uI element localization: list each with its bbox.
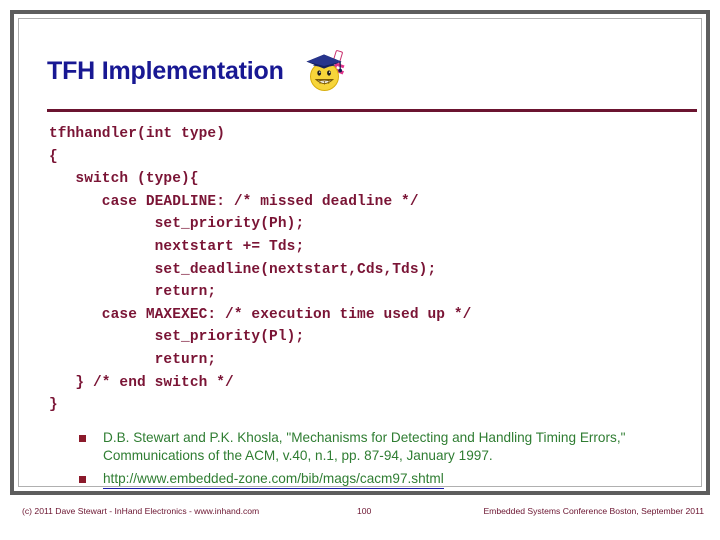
code-line: set_deadline(nextstart,Cds,Tds); (49, 261, 437, 278)
footer-copyright: (c) 2011 Dave Stewart - InHand Electroni… (22, 506, 260, 516)
code-line: { (49, 148, 58, 165)
code-line: return; (49, 284, 217, 301)
footer-page-number: 100 (357, 506, 372, 516)
slide-inner-border: TFH Implementation (18, 18, 702, 489)
bullet-square-icon (79, 476, 86, 483)
code-line: set_priority(Ph); (49, 216, 305, 233)
slide-footer: (c) 2011 Dave Stewart - InHand Electroni… (0, 503, 720, 523)
code-line: return; (49, 351, 217, 368)
code-line: set_priority(Pl); (49, 329, 305, 346)
title-row: TFH Implementation (47, 45, 681, 97)
reference-text: D.B. Stewart and P.K. Khosla, "Mechanism… (103, 430, 626, 463)
footer-conference: Embedded Systems Conference Boston, Sept… (483, 506, 704, 516)
code-line: switch (type){ (49, 171, 199, 188)
title-divider-rule (47, 109, 697, 112)
code-line: case DEADLINE: /* missed deadline */ (49, 193, 419, 210)
code-line: } (49, 397, 58, 414)
reference-link[interactable]: http://www.embedded-zone.com/bib/mags/ca… (103, 470, 444, 489)
code-block: tfhhandler(int type) { switch (type){ cas… (49, 123, 687, 417)
list-item: D.B. Stewart and P.K. Khosla, "Mechanism… (49, 429, 687, 464)
bullet-square-icon (79, 435, 86, 442)
code-line: nextstart += Tds; (49, 238, 305, 255)
code-line: case MAXEXEC: /* execution time used up … (49, 306, 472, 323)
code-line: } /* end switch */ (49, 374, 234, 391)
bullet-list: D.B. Stewart and P.K. Khosla, "Mechanism… (49, 429, 687, 495)
list-item: http://www.embedded-zone.com/bib/mags/ca… (49, 470, 687, 489)
slide-content-area: TFH Implementation (19, 19, 701, 489)
graduate-smiley-icon (304, 49, 350, 95)
page-title: TFH Implementation (47, 56, 284, 85)
code-line: tfhhandler(int type) (49, 126, 226, 142)
slide-frame: TFH Implementation (10, 10, 710, 495)
